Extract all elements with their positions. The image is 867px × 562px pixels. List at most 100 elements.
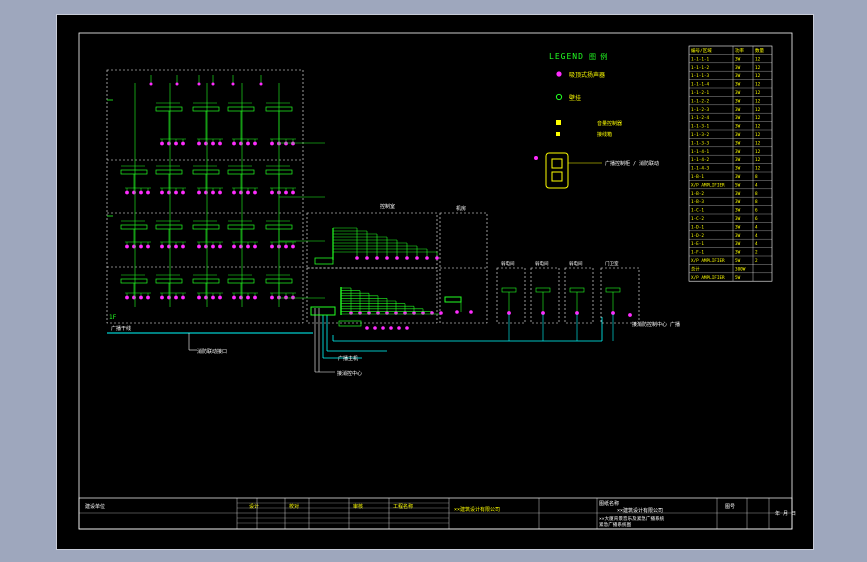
junction-box bbox=[227, 278, 255, 284]
table-cell: 4 bbox=[755, 233, 758, 239]
table-cell: 3W bbox=[735, 241, 741, 247]
speaker-icon bbox=[181, 295, 185, 300]
speaker-icon bbox=[232, 295, 236, 300]
speaker-icon bbox=[211, 295, 215, 300]
title-label-project: 工程名称 bbox=[393, 503, 413, 510]
table-cell: 1-F-1 bbox=[691, 250, 704, 256]
table-cell: 3W bbox=[735, 216, 741, 222]
table-cell: 12 bbox=[755, 140, 761, 146]
speaker-icon bbox=[132, 295, 136, 300]
speaker-icon bbox=[204, 190, 208, 195]
title-label-drawing: 图纸名称 bbox=[599, 500, 619, 507]
riser-diagram: 1F bbox=[106, 69, 325, 324]
table-cell: 5W bbox=[735, 275, 741, 281]
table-cell: 6 bbox=[755, 216, 758, 222]
speaker-icon bbox=[132, 244, 136, 249]
speaker-icon bbox=[246, 295, 250, 300]
speaker-icon bbox=[181, 190, 185, 195]
speaker-icon bbox=[253, 244, 257, 249]
legend-item-label: 壁挂 bbox=[569, 94, 581, 102]
broadcast-panel-icon bbox=[545, 152, 569, 189]
trunk-cable-label: 广播干线 bbox=[111, 325, 131, 332]
table-cell: 1-1-3-3 bbox=[691, 140, 710, 146]
speaker-icon bbox=[146, 190, 150, 195]
table-cell: 3W bbox=[735, 250, 741, 256]
junction-box bbox=[535, 287, 551, 293]
speaker-icon bbox=[284, 295, 288, 300]
speaker-icon bbox=[146, 244, 150, 249]
annex-room-label: 弱电间 bbox=[569, 260, 583, 267]
junction-box bbox=[192, 169, 220, 175]
speaker-icon bbox=[232, 190, 236, 195]
table-cell: 6 bbox=[755, 208, 758, 214]
panel-slot-icon bbox=[551, 158, 563, 169]
table-cell: 1-D-2 bbox=[691, 233, 704, 239]
speaker-icon bbox=[167, 141, 171, 146]
table-cell: 1-1-2-4 bbox=[691, 115, 710, 121]
table-cell: 3W bbox=[735, 199, 741, 205]
speaker-icon bbox=[239, 190, 243, 195]
legend-item-label: 接线箱 bbox=[597, 131, 612, 138]
table-cell: 1-1-4-1 bbox=[691, 149, 710, 155]
table-cell: 1-1-2-2 bbox=[691, 98, 710, 104]
speaker-icon bbox=[139, 295, 143, 300]
junction-box bbox=[605, 287, 621, 293]
speaker-icon bbox=[239, 295, 243, 300]
table-cell: 12 bbox=[755, 107, 761, 113]
table-cell: 1-E-1 bbox=[691, 241, 704, 247]
junction-box bbox=[155, 106, 183, 112]
table-cell: 12 bbox=[755, 157, 761, 163]
junction-box bbox=[155, 278, 183, 284]
speaker-icon bbox=[284, 244, 288, 249]
table-cell: 4 bbox=[755, 241, 758, 247]
cable-label: 广播主机 bbox=[338, 355, 358, 362]
table-cell: 4 bbox=[755, 182, 758, 188]
speaker-icon bbox=[132, 190, 136, 195]
junction-box bbox=[192, 278, 220, 284]
junction-box bbox=[501, 287, 517, 293]
junction-box bbox=[569, 287, 585, 293]
title-block-frame bbox=[78, 497, 793, 530]
control-room-upper bbox=[306, 212, 438, 269]
table-cell: 1-1-1-2 bbox=[691, 65, 710, 71]
panel-note: 广播控制柜 / 消防联动 bbox=[605, 160, 659, 167]
speaker-icon bbox=[211, 190, 215, 195]
speaker-icon bbox=[204, 141, 208, 146]
speaker-icon bbox=[365, 326, 369, 330]
legend-volume-control-icon bbox=[556, 120, 561, 125]
title-project-name: ××大厦背景音乐及紧急广播系统 bbox=[599, 515, 665, 522]
speaker-icon bbox=[253, 295, 257, 300]
speaker-icon bbox=[270, 295, 274, 300]
junction-box bbox=[120, 278, 148, 284]
speaker-icon bbox=[385, 256, 389, 260]
annex-room-label: 弱电间 bbox=[535, 260, 549, 267]
annex-room-outline bbox=[530, 267, 560, 324]
speaker-icon bbox=[160, 244, 164, 249]
speaker-icon bbox=[405, 326, 409, 330]
speaker-icon bbox=[211, 141, 215, 146]
annex-rooms: 弱电间弱电间弱电间门卫室 bbox=[496, 260, 640, 341]
junction-box bbox=[155, 224, 183, 230]
speaker-icon bbox=[507, 311, 511, 315]
cad-viewport[interactable]: LEGEND 图 例 吸顶式扬声器 壁挂 音量控制器 接线箱 广播控制柜 / 消… bbox=[56, 14, 814, 550]
title-date: 年 月 日 bbox=[775, 510, 796, 517]
table-cell: 3W bbox=[735, 90, 741, 96]
table-cell: 12 bbox=[755, 115, 761, 121]
panel-marker-icon bbox=[534, 156, 538, 160]
table-cell: 1-B-2 bbox=[691, 191, 704, 197]
table-cell: 12 bbox=[755, 65, 761, 71]
speaker-icon bbox=[160, 141, 164, 146]
amplifier-box bbox=[314, 257, 334, 265]
speaker-icon bbox=[139, 244, 143, 249]
annex-room-outline bbox=[564, 267, 594, 324]
table-cell: 3W bbox=[735, 174, 741, 180]
speaker-icon bbox=[125, 244, 129, 249]
speaker-icon bbox=[197, 141, 201, 146]
junction-box bbox=[227, 106, 255, 112]
trunk-cables: 广播干线 消防联动接口 接消控中心 广播主机 bbox=[107, 308, 603, 377]
equipment-room-title: 机房 bbox=[456, 205, 466, 212]
table-cell: 1-B-3 bbox=[691, 199, 704, 205]
title-company-2: ××建筑设计有限公司 bbox=[617, 507, 663, 514]
speaker-icon bbox=[375, 256, 379, 260]
table-cell: 12 bbox=[755, 166, 761, 172]
